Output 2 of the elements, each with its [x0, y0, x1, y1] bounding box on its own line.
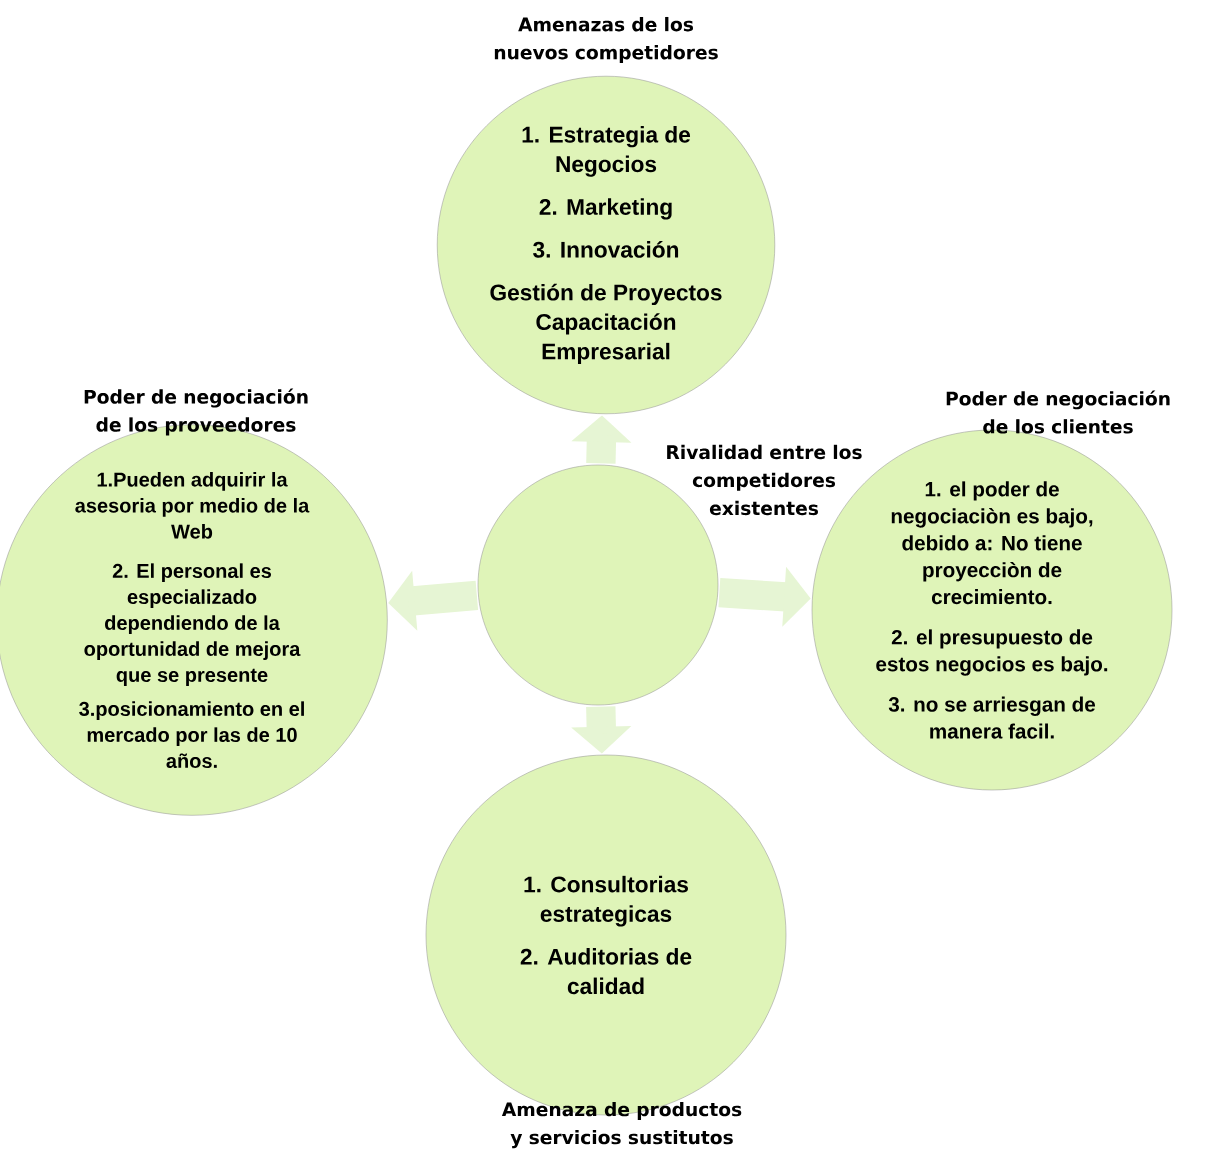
- circle-node: 1. Estrategia de Negocios 2. Marketing 3. Innovación Gestión de Proyectos Capacitación Empresarial: [436, 75, 776, 415]
- heading: Amenazas de los nuevos competidores: [494, 16, 718, 64]
